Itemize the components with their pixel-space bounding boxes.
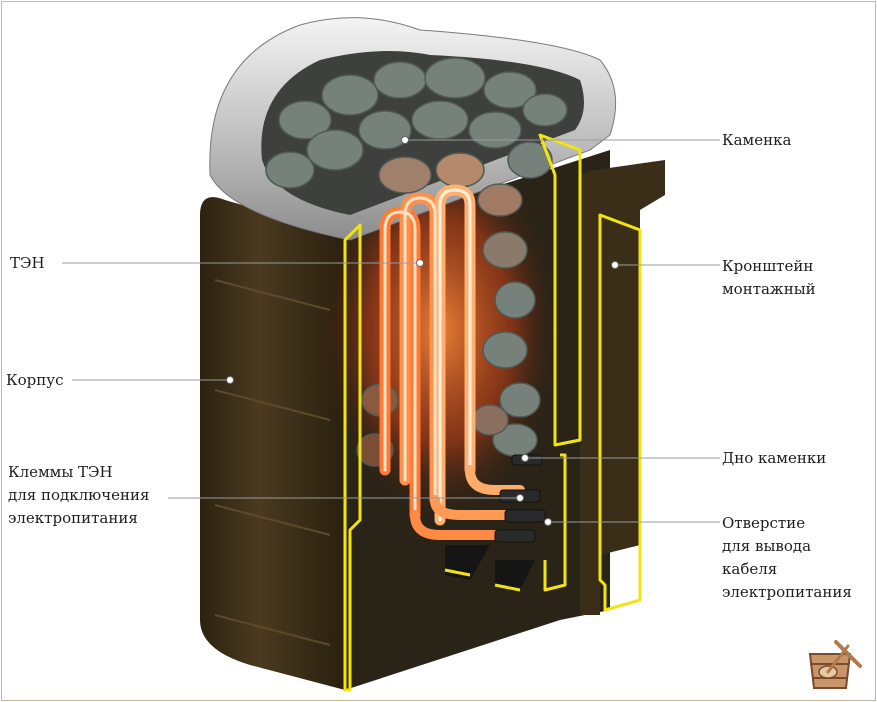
label-hole-line4: электропитания: [722, 583, 852, 601]
label-bracket-line1: Кронштейн: [722, 257, 814, 275]
label-bracket: Кронштейн монтажный: [722, 255, 816, 301]
heating-element: [379, 184, 525, 540]
sauna-bucket-icon: [808, 640, 862, 689]
leader-lines: [62, 139, 720, 523]
bracket-panel: [580, 160, 665, 615]
label-korpus: Корпус: [6, 369, 63, 392]
label-hole: Отверстие для вывода кабеля электропитан…: [722, 512, 852, 604]
label-terminals-line2: для подключения: [8, 486, 150, 504]
label-korpus-text: Корпус: [6, 371, 64, 389]
label-hole-line3: кабеля: [722, 560, 778, 578]
label-terminals-line1: Клеммы ТЭН: [8, 463, 113, 481]
leader-dots: [226, 136, 619, 526]
label-bottom: Дно каменки: [722, 447, 826, 470]
stones: [265, 57, 568, 467]
label-terminals: Клеммы ТЭН для подключения электропитани…: [8, 461, 149, 530]
heater-body: [200, 197, 345, 690]
label-kamenka: Каменка: [722, 129, 791, 152]
label-hole-line2: для вывода: [722, 537, 812, 555]
label-kamenka-text: Каменка: [722, 131, 792, 149]
body-panels: [214, 279, 331, 646]
label-terminals-line3: электропитания: [8, 509, 138, 527]
label-ten-text: ТЭН: [10, 254, 45, 272]
label-hole-line1: Отверстие: [722, 514, 806, 532]
label-bracket-line2: монтажный: [722, 280, 816, 298]
label-ten: ТЭН: [10, 252, 45, 275]
label-bottom-text: Дно каменки: [722, 449, 827, 467]
section-outlines: [343, 133, 642, 692]
